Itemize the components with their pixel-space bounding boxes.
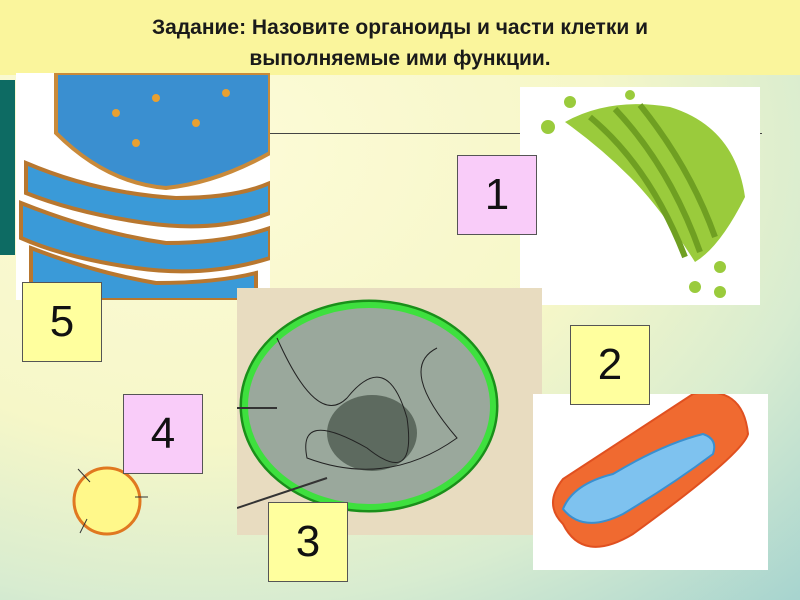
mitochondrion-image — [533, 394, 768, 570]
golgi-apparatus-image — [520, 87, 760, 305]
lysosome-image — [72, 466, 148, 536]
decorative-strip — [0, 80, 15, 255]
slide-title: Задание: Назовите органоиды и части клет… — [0, 0, 800, 75]
label-5: 5 — [22, 282, 102, 362]
pointer-line — [270, 133, 762, 134]
title-line-1: Задание: Назовите органоиды и части клет… — [151, 16, 648, 39]
label-1: 1 — [457, 155, 537, 235]
title-line-2: выполняемые ими функции. — [249, 47, 551, 70]
label-3: 3 — [268, 502, 348, 582]
label-2: 2 — [570, 325, 650, 405]
endoplasmic-reticulum-image — [16, 73, 270, 300]
nucleus-image — [237, 288, 542, 535]
label-4: 4 — [123, 394, 203, 474]
